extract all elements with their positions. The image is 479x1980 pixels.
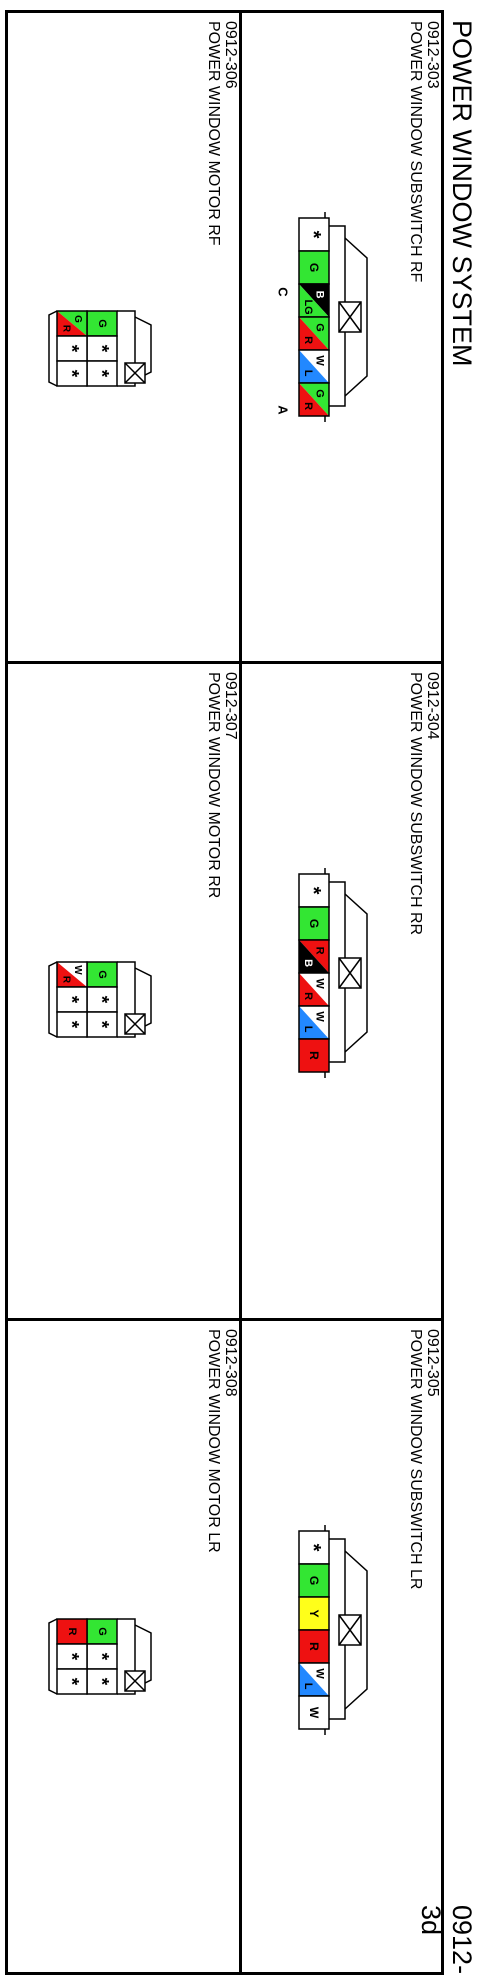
pin-mark: * (302, 887, 324, 895)
pin-cavity (56, 360, 88, 387)
pin-wire-label: R (66, 1628, 78, 1636)
pin-wire-label: W (313, 1668, 325, 1679)
motor-connector: G * * R * * (48, 1618, 152, 1695)
pin-wire-label: R (302, 336, 314, 344)
pin-wire-label: L (302, 1026, 314, 1033)
pin-wire-label: R (307, 1642, 321, 1651)
pin-position-label: A (276, 405, 291, 415)
connector-lock (338, 301, 362, 333)
motor-connector: G**GR** (48, 310, 152, 387)
pin-wire-label: R (302, 402, 314, 410)
pin-wire-label: B (313, 291, 325, 299)
connector-housing (48, 310, 58, 387)
pin-wire-stripe (299, 350, 329, 383)
pin-wire-stripe (299, 383, 329, 416)
connector-lock (338, 957, 362, 989)
pin-wire-label: L (302, 1683, 314, 1690)
pin-mark: * (91, 370, 112, 378)
pin-wire-stripe (57, 311, 87, 336)
pin-wire-label: G (307, 919, 321, 928)
connector-housing (48, 961, 58, 1038)
pin-wire-label: G (96, 1627, 108, 1636)
pin-mark: * (302, 231, 324, 239)
pin-position-label: C (276, 287, 291, 297)
pin-cavity (56, 1011, 88, 1038)
connector-housing (117, 961, 136, 1038)
pin-wire (298, 1695, 330, 1730)
pin-wire-label: G (313, 323, 325, 332)
pin-wire-label: G (96, 970, 108, 979)
connector-lock (124, 1670, 146, 1692)
pin-wire-label: G (307, 1576, 321, 1585)
page-title: POWER WINDOW SYSTEM (447, 20, 477, 367)
pin-wire-label: G (96, 319, 108, 328)
pin-cavity (56, 1668, 88, 1695)
connector-diagram: G * * R * * (48, 1618, 152, 1695)
connector-cell-308: 0912-308 POWER WINDOW MOTOR LR G**R** (5, 1318, 242, 1975)
pin-mark: * (61, 996, 82, 1004)
pin-wire-stripe (299, 1006, 329, 1039)
pin-wire-label: W (313, 355, 325, 366)
connector-diagram: G * * WR * * (48, 961, 152, 1038)
pin-wire-stripe (57, 962, 87, 987)
pin-wire-label: R (61, 976, 72, 984)
connector-housing (344, 1550, 368, 1710)
pin-mark: * (91, 345, 112, 353)
connector-housing (117, 310, 136, 387)
connector-lock (338, 1614, 362, 1646)
motor-connector: G * * WR * * (48, 961, 152, 1038)
connector-housing (117, 1618, 136, 1695)
pin-wire-label: G (307, 263, 321, 272)
pin-wire-label: LG (302, 299, 314, 314)
pin-wire-label: R (307, 1051, 321, 1060)
pin-mark: * (91, 996, 112, 1004)
pin-mark: * (61, 345, 82, 353)
pin-wire-label: W (307, 1707, 321, 1719)
pin-wire-label: R (313, 947, 325, 955)
pin-wire-label: B (302, 959, 314, 967)
pin-wire-stripe (299, 940, 329, 973)
pin-mark: * (302, 1544, 324, 1552)
pin-wire-label: W (72, 965, 83, 975)
pin-wire-label: L (302, 370, 314, 377)
connector-lock (124, 1013, 146, 1035)
pin-wire-label: W (313, 1011, 325, 1022)
pin-cavity (298, 382, 330, 417)
connector-housing (344, 237, 368, 397)
pin-mark: * (61, 370, 82, 378)
connector-lock (124, 362, 146, 384)
pin-mark: * (61, 1653, 82, 1661)
pin-mark: * (91, 1653, 112, 1661)
pin-wire-label: W (313, 978, 325, 989)
pin-mark: * (91, 1678, 112, 1686)
pin-wire-stripe (299, 284, 329, 317)
connector-housing (48, 1618, 58, 1695)
pin-mark: * (91, 1021, 112, 1029)
connector-housing (344, 893, 368, 1053)
pin-wire-label: Y (307, 1609, 321, 1617)
pin-wire-stripe (299, 1663, 329, 1696)
pin-mark: * (61, 1021, 82, 1029)
pin-wire-label: R (302, 992, 314, 1000)
connector-diagram: G**GR** (48, 310, 152, 387)
pin-wire-label: R (61, 325, 72, 333)
pin-wire-label: G (313, 389, 325, 398)
pin-wire (298, 1038, 330, 1073)
pin-wire-label: G (72, 315, 83, 323)
pin-wire-stripe (299, 973, 329, 1006)
pin-mark: * (61, 1678, 82, 1686)
pin-wire-stripe (299, 317, 329, 350)
